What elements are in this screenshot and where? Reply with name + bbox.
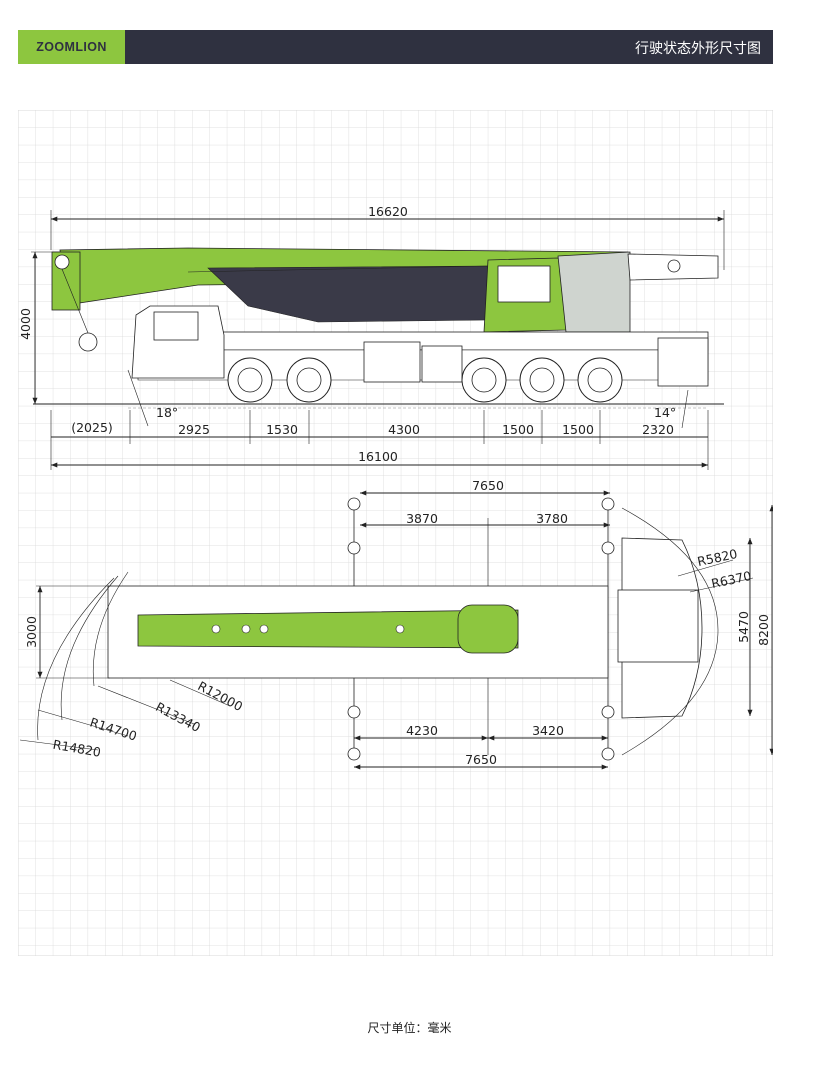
unit-note: 尺寸单位：毫米 bbox=[367, 1021, 452, 1035]
dimension-drawing: 16620 4000 bbox=[17, 109, 775, 957]
front-span-label: 3870 bbox=[406, 511, 438, 526]
segment-label-6: 1500 bbox=[562, 422, 594, 437]
outrigger-span-bottom-label: 7650 bbox=[465, 752, 497, 767]
overall-length-label: 16620 bbox=[368, 204, 408, 219]
segment-label-5: 1500 bbox=[502, 422, 534, 437]
outrigger-span-top-label: 7650 bbox=[472, 478, 504, 493]
title-bar: 行驶状态外形尺寸图 bbox=[125, 30, 773, 64]
wheels bbox=[227, 357, 623, 403]
transverse-inner-label: 5470 bbox=[736, 611, 751, 643]
brand-logo: ZOOMLION bbox=[18, 30, 125, 64]
page-header: ZOOMLION 行驶状态外形尺寸图 bbox=[18, 30, 773, 64]
transverse-outer-label: 8200 bbox=[756, 614, 771, 646]
side-view: 16620 4000 bbox=[18, 204, 725, 470]
segment-label-1: (2025) bbox=[71, 420, 113, 435]
segment-label-3: 1530 bbox=[266, 422, 298, 437]
front-span-bottom-label: 4230 bbox=[406, 723, 438, 738]
top-view: 7650 3870 3780 bbox=[19, 478, 775, 770]
grid-background bbox=[17, 109, 774, 957]
rear-span-bottom-label: 3420 bbox=[532, 723, 564, 738]
wheelbase-total-label: 16100 bbox=[358, 449, 398, 464]
segment-label-7: 2320 bbox=[642, 422, 674, 437]
departure-angle-label: 14° bbox=[654, 405, 676, 420]
brand-logo-text: ZOOMLION bbox=[36, 40, 107, 54]
approach-angle-label: 18° bbox=[156, 405, 178, 420]
segment-label-2: 2925 bbox=[178, 422, 210, 437]
segment-label-4: 4300 bbox=[388, 422, 420, 437]
height-label: 4000 bbox=[18, 308, 33, 340]
boom-top bbox=[137, 609, 519, 649]
width-label: 3000 bbox=[24, 616, 39, 648]
page-title: 行驶状态外形尺寸图 bbox=[635, 41, 761, 57]
rear-span-label: 3780 bbox=[536, 511, 568, 526]
